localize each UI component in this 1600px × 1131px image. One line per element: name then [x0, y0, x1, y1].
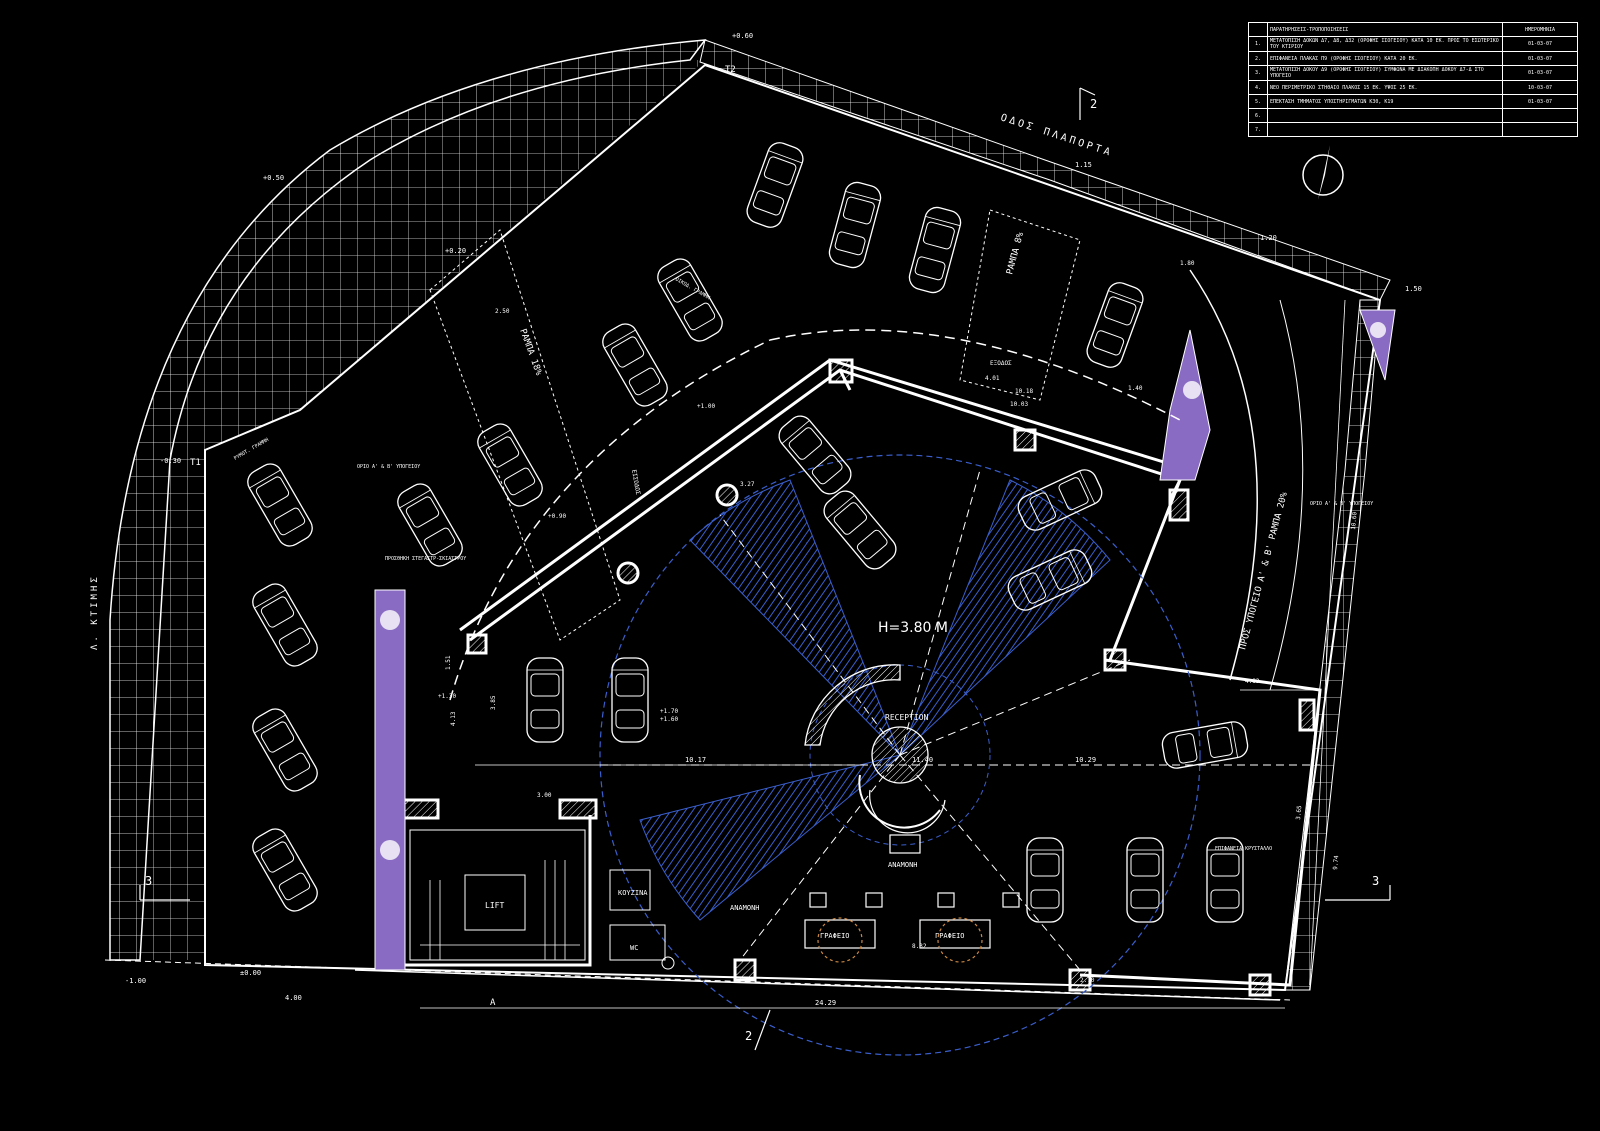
revision-row: 6. [1248, 108, 1578, 123]
dim-label: 1.40 [1128, 385, 1143, 392]
section-markers [139, 87, 1391, 1051]
revision-row: 4. ΝΕΟ ΠΕΡΙΜΕΤΡΙΚΟ ΣΤΗΘΑΙΟ ΠΛΑΚΟΣ 15 ΕΚ.… [1248, 80, 1578, 95]
section-3-right: 3 [1372, 874, 1379, 888]
point-t2-label: T2 [725, 65, 736, 75]
lift-label: LIFT [485, 901, 504, 910]
dim-label: 3.27 [740, 481, 755, 488]
revision-row: 5. ΕΠΕΚΤΑΣΗ ΤΜΗΜΑΤΟΣ ΥΠΟΣΤΗΡΙΓΜΑΤΩΝ Κ30,… [1248, 94, 1578, 109]
basement-limit-label-1: ΟΡΙΟ Α' & Β' ΥΠΟΓΕΙΟΥ [357, 464, 420, 470]
stair-lift-core [409, 829, 675, 970]
ramp-8-label: ΡΑΜΠΑ 8% [1005, 231, 1026, 276]
dim-label: 1.20 [1260, 234, 1277, 242]
street-left-label: Λ. ΚΤΙΜΗΣ [90, 574, 100, 650]
entrance-label: ΕΙΣΟΔΟΣ [630, 469, 641, 495]
section-2-bottom: 2 [745, 1029, 752, 1043]
dim-label: +1.70 [660, 708, 678, 715]
waiting-label-1: ΑΝΑΜΟΝΗ [888, 861, 918, 869]
dimension-lines [420, 299, 1346, 1009]
dim-label: 4.83 [1245, 678, 1260, 685]
dim-label: +0.60 [732, 32, 753, 40]
dim-label: 10.17 [685, 756, 706, 764]
dim-label: 3.65 [1295, 805, 1303, 820]
dim-label: 1.15 [1075, 161, 1092, 169]
dim-label: 1.51 [445, 655, 452, 670]
canopy-label: ΠΡΟΣΘΗΚΗ ΣΤΕΓΑΣΤΡ-ΣΚΙΑΣΤΡΟΥ [385, 556, 466, 562]
dim-label: +1.00 [697, 403, 715, 410]
point-t1-label: T1 [190, 458, 201, 468]
planter-left [374, 589, 406, 971]
revision-row: 1. ΜΕΤΑΤΟΠΙΣΗ ΔΟΚΩΝ Δ7, Δ8, Δ32 (ΟΡΟΦΗΣ … [1248, 36, 1578, 52]
exit-label: ΕΞΟΔΟΣ [990, 360, 1012, 367]
dim-label: 1.50 [1405, 285, 1422, 293]
dim-label: +0.90 [548, 513, 566, 520]
dim-label: 1.80 [1180, 260, 1195, 267]
office-label-2: ΓΡΑΦΕΙΟ [935, 932, 965, 940]
dim-label: 10.60 [1350, 511, 1359, 530]
dim-label: 3.85 [490, 695, 497, 710]
dim-label: +1.30 [438, 693, 456, 700]
dim-label: 10.29 [1075, 756, 1096, 764]
revision-table: ΠΑΡΑΤΗΡΗΣΕΙΣ-ΤΡΟΠΟΠΟΙΗΣΕΙΣ ΗΜΕΡΟΜΗΝΙΑ 1.… [1248, 22, 1578, 137]
dim-label: 2.50 [495, 308, 510, 315]
revision-row: 3. ΜΕΤΑΤΟΠΙΣΗ ΔΟΚΟΥ Δ9 (ΟΡΟΦΗΣ ΙΣΟΓΕΙΟΥ)… [1248, 65, 1578, 81]
section-2-top: 2 [1090, 97, 1097, 111]
revision-header-notes: ΠΑΡΑΤΗΡΗΣΕΙΣ-ΤΡΟΠΟΠΟΙΗΣΕΙΣ [1267, 22, 1503, 37]
dim-label: +0.50 [263, 174, 284, 182]
office-label-1: ΓΡΑΦΕΙΟ [820, 932, 850, 940]
building-walls [398, 358, 1322, 997]
dim-label: 24.29 [815, 999, 836, 1007]
dim-label: ±0.00 [240, 969, 261, 977]
ramps [429, 209, 1304, 691]
dim-label: 10.03 [1010, 401, 1028, 408]
revision-row: 2. ΕΠΙΦΑΝΕΙΑ ΠΛΑΚΑΣ Π9 (ΟΡΟΦΗΣ ΙΣΟΓΕΙΟΥ)… [1248, 51, 1578, 66]
reception-desk [804, 664, 946, 834]
dim-label: -0.30 [160, 457, 181, 465]
dim-label: 2.70 [1080, 977, 1095, 984]
showcase-label: ΕΠΙΦΑΝΕΙΑ ΚΡΥΣΤΑΛΛΟ [1215, 846, 1272, 852]
dim-label: 10.18 [1015, 388, 1033, 395]
ramp-20-label: ΠΡΟΣ ΥΠΟΓΕΙΟ Α' & Β' ΡΑΜΠΑ 20% [1238, 491, 1290, 651]
office-furniture [804, 834, 1020, 963]
section-3-left: 3 [145, 874, 152, 888]
revision-row: 7. [1248, 122, 1578, 137]
dim-label: +0.20 [445, 247, 466, 255]
dim-label: 3.00 [537, 792, 552, 799]
dim-label: 4.01 [985, 375, 1000, 382]
dim-label: -1.00 [125, 977, 146, 985]
dim-label: 9.74 [1332, 855, 1340, 870]
basement-limit-label-2: ΟΡΙΟ Α' & Β' ΥΠΟΓΕΙΟΥ [1310, 501, 1373, 507]
plot-boundary [104, 63, 1382, 1001]
dim-label: 4.13 [450, 711, 457, 726]
kitchen-label: ΚΟΥΖΙΝΑ [618, 889, 648, 897]
dim-label: 8.32 [912, 943, 927, 950]
revision-header-date: ΗΜΕΡΟΜΗΝΙΑ [1502, 22, 1578, 37]
revision-header: ΠΑΡΑΤΗΡΗΣΕΙΣ-ΤΡΟΠΟΠΟΙΗΣΕΙΣ ΗΜΕΡΟΜΗΝΙΑ [1248, 22, 1578, 37]
dim-label: +1.60 [660, 716, 678, 723]
axis-a-label: A [490, 998, 496, 1008]
building-line-label: ΟΙΚΟΔ. ΓΡΑΜΜΗ [674, 277, 711, 302]
building-line-label-2: ΡΥΜΟΤ. ΓΡΑΜΜΗ [233, 437, 270, 462]
wc-label: WC [630, 944, 638, 952]
waiting-label-2: ΑΝΑΜΟΝΗ [730, 904, 760, 912]
height-label: H=3.80 M [878, 620, 948, 636]
planter-right [1159, 309, 1396, 481]
reception-label: RECEPTION [885, 713, 929, 722]
dim-label: 4.00 [285, 994, 302, 1002]
ramp-18-label: ΡΑΜΠΑ 18% [517, 328, 543, 378]
dim-label: 11.40 [912, 756, 933, 764]
north-arrow-icon [1302, 145, 1344, 200]
